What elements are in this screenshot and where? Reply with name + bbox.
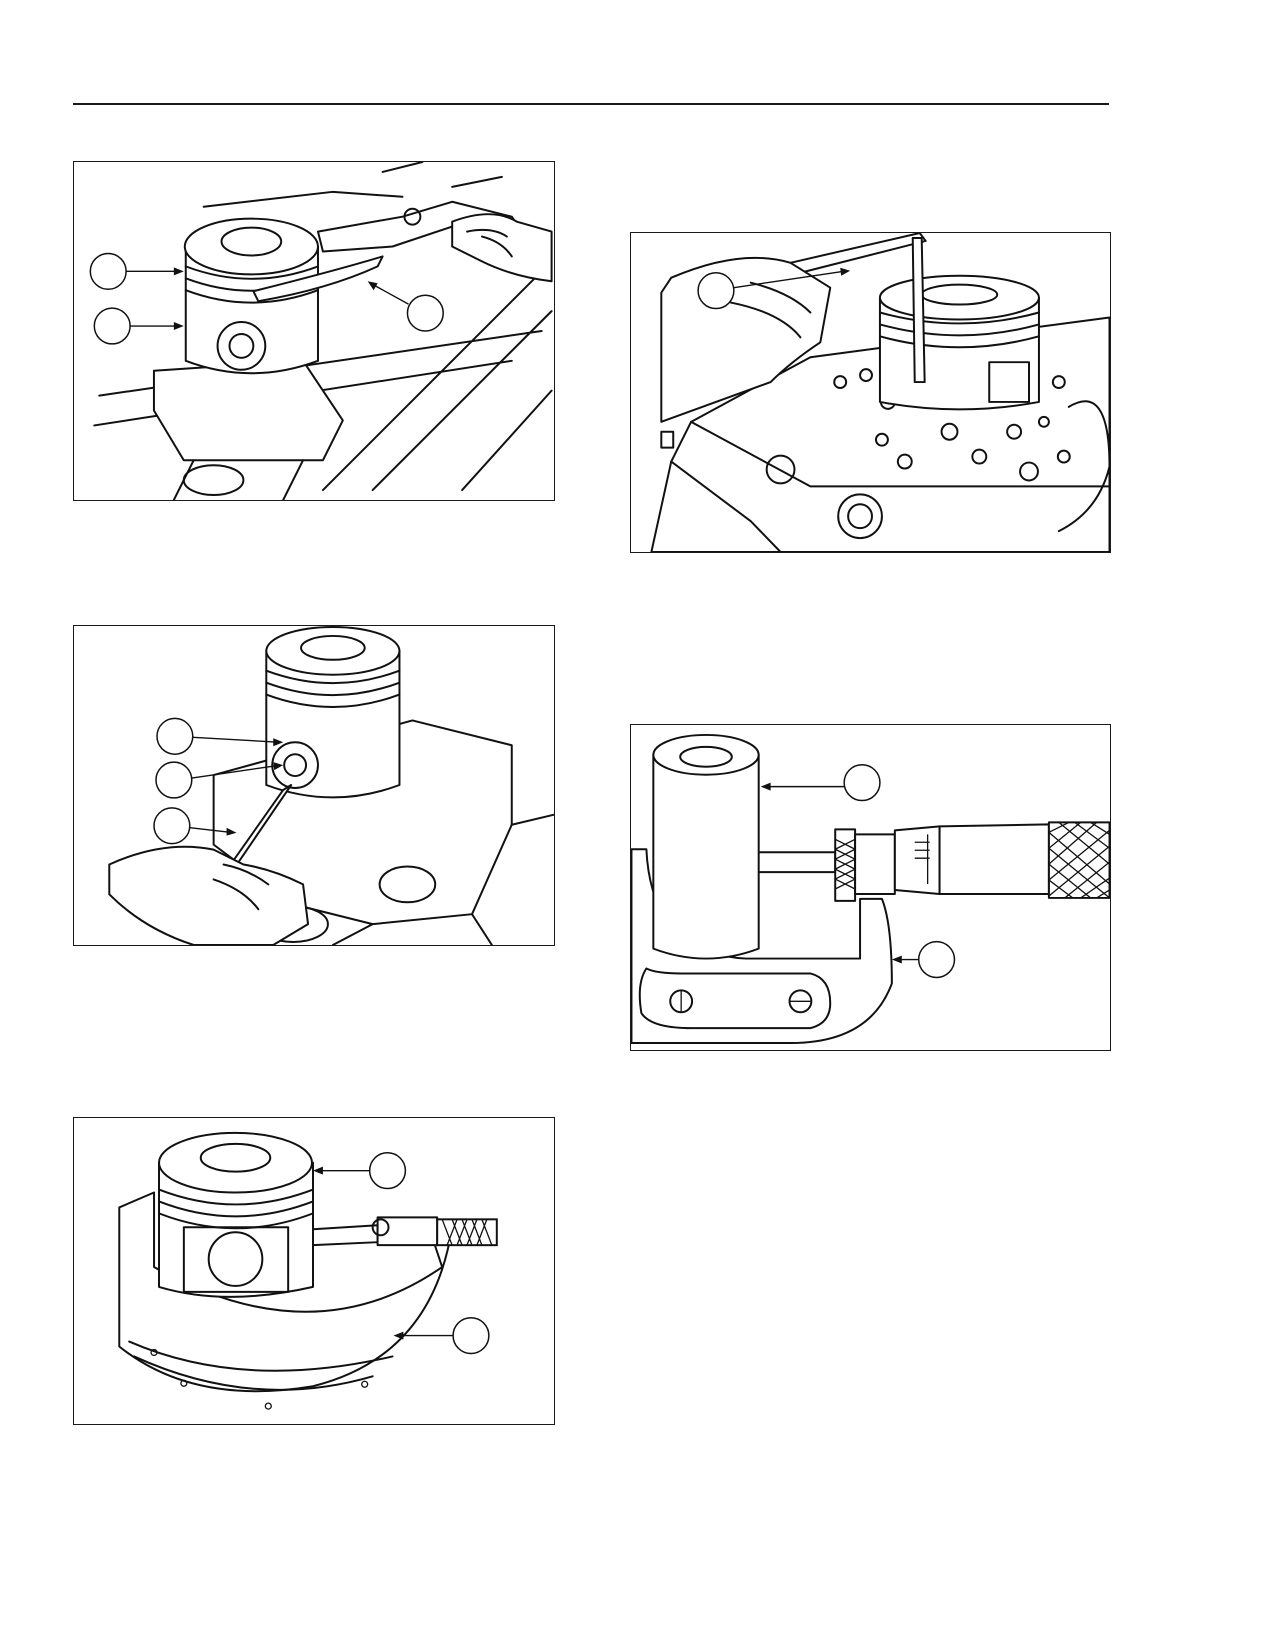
callouts bbox=[153, 717, 284, 845]
header-rule bbox=[73, 103, 1109, 105]
figure-piston-pin-clip bbox=[73, 625, 555, 946]
pin-micrometer-illustration bbox=[631, 733, 1110, 1045]
callouts bbox=[697, 267, 851, 310]
piston-ring-expander-illustration bbox=[93, 162, 553, 500]
callout-circle bbox=[406, 294, 444, 332]
figure-ring-gap-feeler bbox=[630, 232, 1111, 553]
callout-circle bbox=[89, 252, 127, 290]
ring-gap-feeler-illustration bbox=[650, 233, 1110, 552]
callout-circle bbox=[155, 761, 193, 799]
callout-circle bbox=[93, 307, 131, 345]
callout-circle bbox=[452, 1316, 490, 1355]
figure-pin-micrometer bbox=[630, 724, 1111, 1051]
callouts bbox=[313, 1152, 490, 1355]
callout-circle bbox=[368, 1152, 407, 1190]
callout-circle bbox=[153, 807, 191, 845]
callout-circle bbox=[697, 272, 735, 310]
figure-piston-micrometer bbox=[73, 1117, 555, 1425]
piston-pin-clip-illustration bbox=[108, 626, 554, 945]
callouts bbox=[89, 252, 444, 345]
callout-circle bbox=[156, 717, 194, 755]
figure-piston-ring-expander bbox=[73, 161, 555, 501]
callout-circle bbox=[917, 940, 956, 979]
callout-circle bbox=[843, 764, 881, 802]
callouts bbox=[760, 764, 956, 979]
piston-micrometer-illustration bbox=[118, 1131, 498, 1410]
